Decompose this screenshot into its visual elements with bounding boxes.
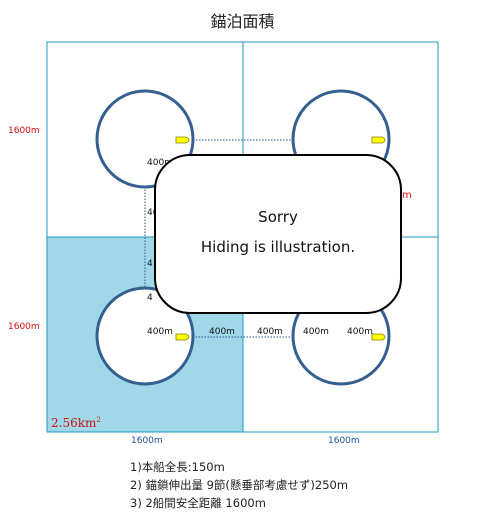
ship-icon-bottom-right [371,333,386,341]
popup-line-sorry: Sorry [258,208,298,226]
distance-label-bottom-2: 400m [209,327,235,337]
area-value: 2.56km [51,416,97,430]
distance-label-top: 400m [147,158,173,168]
note-item-3: 3) 2船間安全距離 1600m [130,496,266,510]
area-label: 2.56km2 [51,416,101,430]
swing-circle-bottom-left [95,286,195,386]
ship-icon-top-right [371,136,386,144]
diagram-title: 錨泊面積 [210,12,275,31]
area-exponent: 2 [96,416,100,424]
distance-label-bottom-1: 400m [147,327,173,337]
popup-line-hiding: Hiding is illustration. [200,238,356,256]
ship-icon-bottom-left [175,333,190,341]
notes-list: 1)本船全長:150m 2) 錨鎖伸出量 9節(懸垂部考慮せず)250m 3) … [130,458,348,512]
note-item-1: 1)本船全長:150m [130,460,225,474]
dimension-label-bottom-right: 1600m [328,436,360,446]
hidden-illustration-popup: Sorry Hiding is illustration. [154,154,402,314]
distance-label-bottom-4: 400m [303,327,329,337]
dimension-label-right-partial: m [402,190,412,201]
dimension-label-bottom-left: 1600m [131,436,163,446]
distance-label-bottom-5: 400m [347,327,373,337]
distance-label-bottom-3: 400m [257,327,283,337]
dimension-label-left-bottom: 1600m [8,322,40,332]
note-item-2: 2) 錨鎖伸出量 9節(懸垂部考慮せず)250m [130,478,349,492]
distance-label-left-2: 4 [147,259,153,269]
ship-icon-top-left [175,136,190,144]
dimension-label-left-top: 1600m [8,126,40,136]
distance-label-left-3: 4 [147,293,153,303]
